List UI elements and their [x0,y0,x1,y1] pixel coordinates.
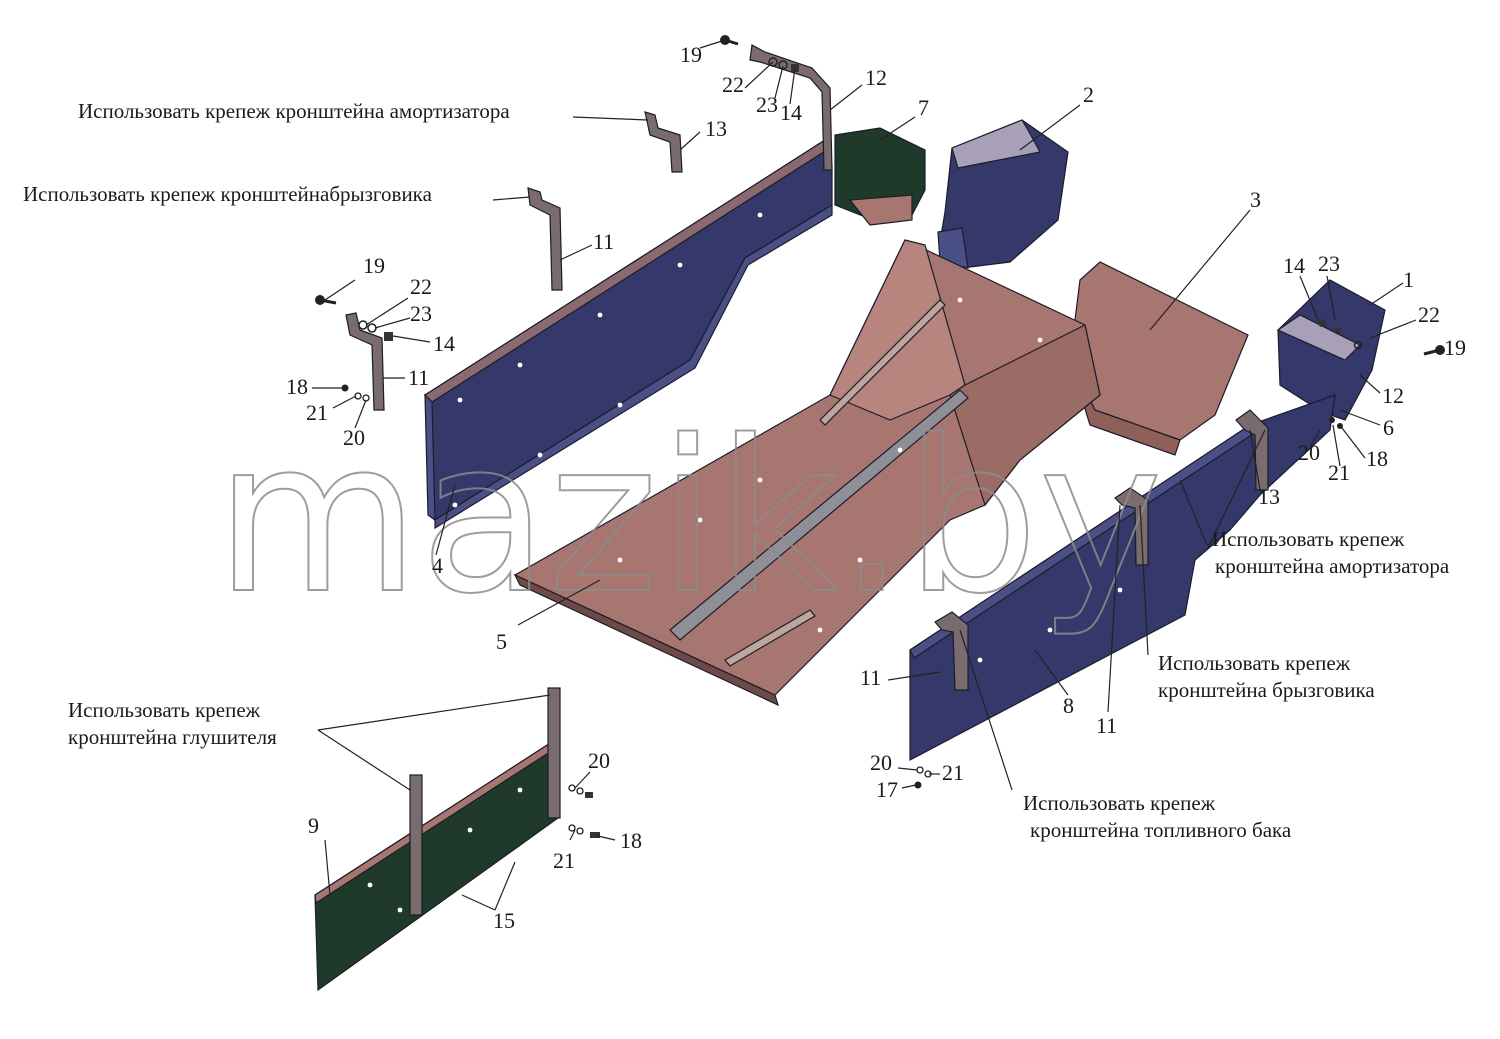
callout-1: 1 [1403,267,1414,292]
part-9-green-panel [314,738,559,992]
callout-21: 21 [553,848,575,873]
callout-6: 6 [1383,415,1394,440]
part-13-bracket-top [644,111,683,173]
callout-11: 11 [860,665,881,690]
callout-14: 14 [780,100,802,125]
part-5-main-floor [513,239,1101,707]
callout-12: 12 [1382,383,1404,408]
callout-19: 19 [363,253,385,278]
callout-21: 21 [1328,460,1350,485]
callout-21: 21 [306,400,328,425]
callout-7: 7 [918,95,929,120]
part-2-upper-bracket [937,119,1069,269]
callout-20: 20 [343,425,365,450]
callout-13: 13 [705,116,727,141]
part-4-left-side-panel [424,139,833,530]
callout-20: 20 [1298,440,1320,465]
note-silencer-line2: кронштейна глушителя [68,725,277,749]
fasteners [315,35,1445,838]
part-11-bracket-right-b [934,611,969,691]
callout-12: 12 [865,65,887,90]
callout-20: 20 [870,750,892,775]
note-shock-top: Использовать крепеж кронштейна амортизат… [78,99,510,123]
callout-5: 5 [496,629,507,654]
note-mudguard-right-line2: кронштейна брызговика [1158,678,1375,702]
callout-19: 19 [680,42,702,67]
callout-19: 19 [1444,335,1466,360]
callout-21: 21 [942,760,964,785]
callout-2: 2 [1083,82,1094,107]
callout-8: 8 [1063,693,1074,718]
part-13-bracket-right [1235,409,1269,491]
callout-17: 17 [876,777,898,802]
callout-11: 11 [408,365,429,390]
part-12-bracket-top [749,44,833,171]
callout-18: 18 [286,374,308,399]
leader-lines [312,39,1417,911]
note-shock-right-line1: Использовать крепеж [1212,527,1405,551]
part-11-bracket-left [345,312,385,411]
part-7-green-plate [834,127,926,226]
callout-numbers: 19 22 23 14 12 13 7 2 3 11 19 22 23 14 1… [286,42,1466,933]
callout-14: 14 [433,331,455,356]
callout-20: 20 [588,748,610,773]
part-11-bracket-upper [527,187,563,291]
note-silencer-line1: Использовать крепеж [68,698,261,722]
callout-4: 4 [432,553,443,578]
callout-11: 11 [593,229,614,254]
note-mudguard-top: Использовать крепеж кронштейнабрызговика [23,182,433,206]
callout-15: 15 [493,908,515,933]
callout-14: 14 [1283,253,1305,278]
note-fueltank-line1: Использовать крепеж [1023,791,1216,815]
note-fueltank-line2: кронштейна топливного бака [1030,818,1292,842]
part-1-right-bracket [1276,279,1386,421]
callout-3: 3 [1250,187,1261,212]
callout-18: 18 [620,828,642,853]
callout-13: 13 [1258,484,1280,509]
watermark: mazik.by [215,395,1163,640]
callout-18: 18 [1366,446,1388,471]
callout-22: 22 [722,72,744,97]
callout-11: 11 [1096,713,1117,738]
callout-9: 9 [308,813,319,838]
callout-22: 22 [1418,302,1440,327]
callout-23: 23 [756,92,778,117]
note-shock-right-line2: кронштейна амортизатора [1215,554,1450,578]
callout-23: 23 [1318,251,1340,276]
note-mudguard-right-line1: Использовать крепеж [1158,651,1351,675]
callout-23: 23 [410,301,432,326]
part-15-strips [409,687,561,916]
callout-22: 22 [410,274,432,299]
